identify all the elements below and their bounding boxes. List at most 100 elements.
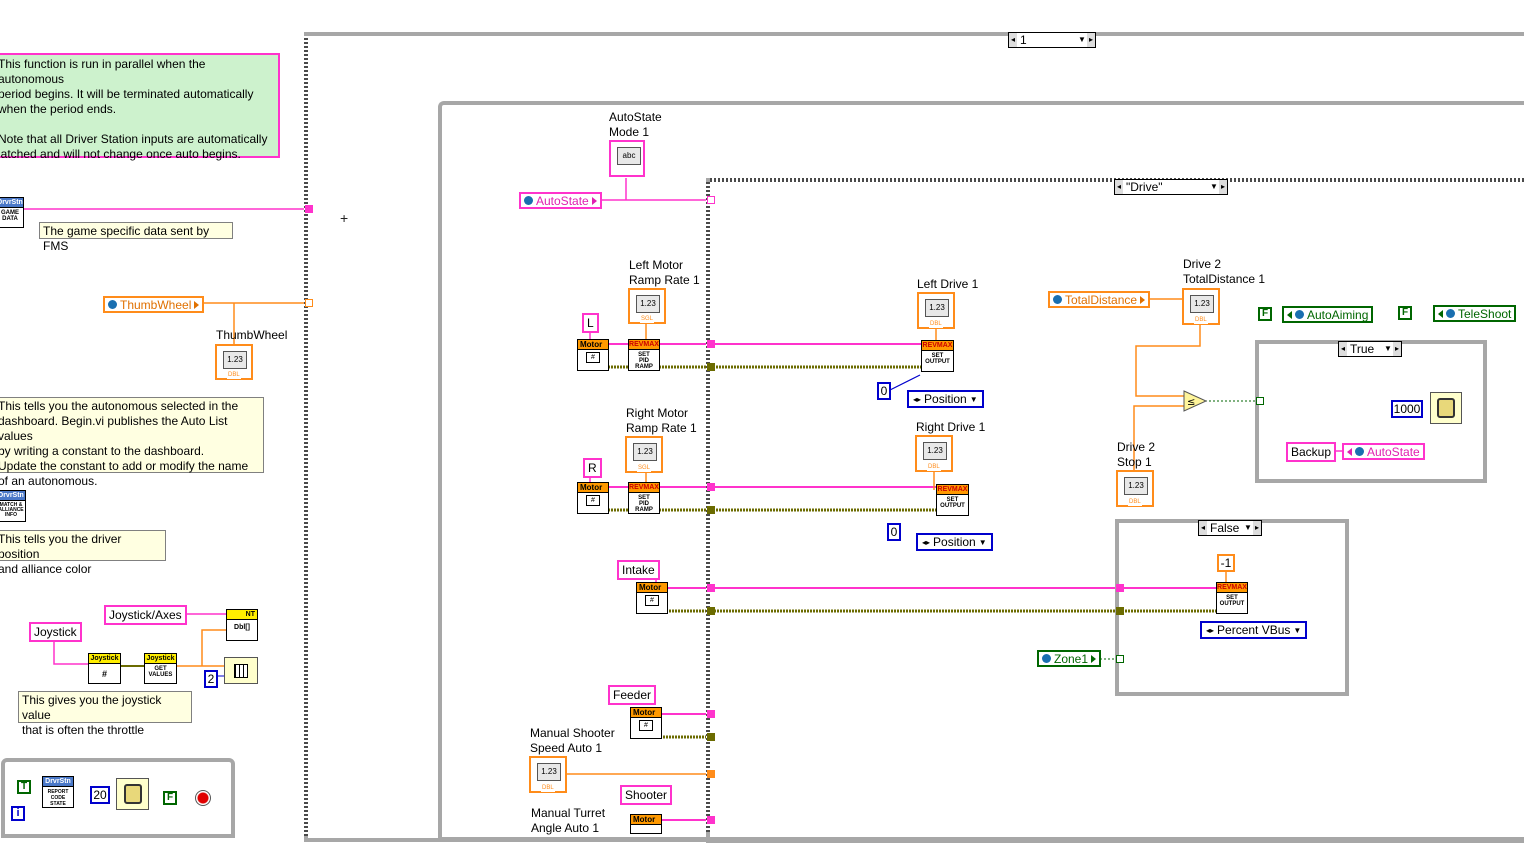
percent-vbus-enum[interactable]: ◂▸ Percent VBus ▼ bbox=[1200, 621, 1308, 639]
input-arrow-icon bbox=[1347, 447, 1352, 456]
increment-arrow-icon[interactable]: ▸ bbox=[1253, 521, 1261, 535]
left-drive-control[interactable]: 1.23 DBL bbox=[917, 292, 955, 329]
minus-one-constant[interactable]: -1 bbox=[1217, 554, 1235, 572]
true-case-selector[interactable]: ◂ True ▼ ▸ bbox=[1338, 341, 1402, 357]
wait-ms-constant[interactable]: 20 bbox=[90, 786, 110, 804]
set-output-label: SET OUTPUT bbox=[940, 497, 965, 509]
feeder-motor-refnum[interactable]: Motor # bbox=[630, 707, 662, 739]
drive2-stop-label: Drive 2 Stop 1 bbox=[1117, 440, 1156, 469]
manual-shooter-control[interactable]: 1.23 DBL bbox=[529, 756, 567, 793]
teleshoot-global[interactable]: TeleShoot bbox=[1433, 305, 1517, 322]
thumbwheel-indicator[interactable]: 1.23 DBL bbox=[215, 344, 253, 380]
chevron-down-icon[interactable]: ▼ bbox=[1244, 523, 1252, 532]
increment-arrow-icon[interactable]: ▸ bbox=[1087, 33, 1095, 47]
increment-arrow-icon[interactable]: ▸ bbox=[1219, 180, 1227, 194]
sequence-selector[interactable]: ◂ 1 ▼ ▸ bbox=[1008, 32, 1096, 48]
chevron-down-icon[interactable]: ▼ bbox=[1210, 182, 1218, 191]
false-case-label: False bbox=[1210, 521, 1240, 535]
backup-string-constant[interactable]: Backup bbox=[1286, 442, 1337, 462]
thumbwheel-global-label: ThumbWheel bbox=[120, 297, 192, 312]
true-constant[interactable]: T bbox=[17, 780, 31, 794]
joystick-axes-constant[interactable]: Joystick/Axes bbox=[104, 605, 187, 625]
wait-1000-constant[interactable]: 1000 bbox=[1391, 400, 1423, 418]
right-set-output-node[interactable]: REVMAX SET OUTPUT bbox=[936, 484, 969, 516]
drive2-stop-control[interactable]: 1.23 DBL bbox=[1116, 470, 1154, 507]
shooter-motor-refnum[interactable]: Motor bbox=[630, 814, 662, 834]
intake-motor-refnum[interactable]: Motor # bbox=[636, 582, 668, 614]
right-motor-string-constant[interactable]: R bbox=[583, 458, 602, 478]
chevron-down-icon[interactable]: ▼ bbox=[1293, 625, 1302, 635]
auto-aiming-false-constant[interactable]: F bbox=[1258, 307, 1272, 321]
motor-header: Motor bbox=[637, 583, 667, 593]
autostate-write-global[interactable]: AutoState bbox=[1342, 443, 1425, 460]
autostate-global[interactable]: AutoState bbox=[519, 192, 602, 209]
drvrstn-game-data-node[interactable]: DrvrStn GAME DATA bbox=[0, 197, 24, 228]
decrement-arrow-icon[interactable]: ◂ bbox=[1009, 33, 1017, 47]
chevron-down-icon[interactable]: ▼ bbox=[1384, 344, 1392, 353]
decrement-arrow-icon[interactable]: ◂ bbox=[1199, 521, 1207, 535]
global-variable-icon bbox=[1053, 295, 1062, 304]
joystick-get-values-node[interactable]: Joystick GET VALUES bbox=[144, 653, 177, 684]
index-array-node[interactable] bbox=[224, 657, 258, 684]
wait-ms-node[interactable] bbox=[116, 778, 149, 810]
intake-set-output-node[interactable]: REVMAX SET OUTPUT bbox=[1216, 582, 1248, 614]
numeric-display: 1.23 bbox=[925, 299, 949, 317]
zone1-global-label: Zone1 bbox=[1054, 651, 1089, 666]
less-or-equal-node[interactable]: ≤ bbox=[1182, 390, 1208, 412]
drvrstn-match-info-node[interactable]: DrvrStn MATCH & ALLIANCE INFO bbox=[0, 490, 26, 522]
chevron-down-icon[interactable]: ▼ bbox=[978, 537, 987, 547]
numeric-tunnel bbox=[707, 770, 715, 778]
right-motor-refnum[interactable]: Motor # bbox=[577, 482, 609, 514]
left-position-enum[interactable]: ◂▸ Position ▼ bbox=[907, 390, 984, 408]
feeder-string-constant[interactable]: Feeder bbox=[608, 685, 657, 705]
left-set-output-node[interactable]: REVMAX SET OUTPUT bbox=[921, 340, 954, 372]
index-two-constant[interactable]: 2 bbox=[204, 670, 218, 688]
drive-case-selector[interactable]: ◂ "Drive" ▼ ▸ bbox=[1114, 179, 1228, 195]
clock-icon bbox=[1437, 398, 1455, 418]
false-case-selector[interactable]: ◂ False ▼ ▸ bbox=[1198, 520, 1262, 536]
revmax-header: REVMAX bbox=[922, 341, 953, 351]
left-set-pid-ramp-node[interactable]: REVMAX SET PID RAMP bbox=[628, 339, 660, 371]
total-distance-global[interactable]: TotalDistance bbox=[1048, 291, 1151, 308]
get-values-label: GET VALUES bbox=[148, 666, 173, 678]
set-output-label: SET OUTPUT bbox=[1219, 595, 1245, 607]
left-motor-string-constant[interactable]: L bbox=[582, 313, 599, 333]
left-motor-refnum[interactable]: Motor # bbox=[577, 339, 609, 371]
decrement-arrow-icon[interactable]: ◂ bbox=[1339, 342, 1347, 356]
stop-terminal-icon[interactable] bbox=[195, 790, 211, 806]
right-set-pid-ramp-node[interactable]: REVMAX SET PID RAMP bbox=[628, 482, 660, 514]
intake-string-constant[interactable]: Intake bbox=[617, 560, 660, 580]
global-variable-icon bbox=[1355, 447, 1364, 456]
false-constant[interactable]: F bbox=[163, 791, 177, 805]
manual-shooter-label: Manual Shooter Speed Auto 1 bbox=[530, 726, 615, 755]
auto-aiming-global[interactable]: AutoAiming bbox=[1282, 306, 1374, 323]
right-drive-control[interactable]: 1.23 DBL bbox=[915, 435, 953, 472]
revmax-header: REVMAX bbox=[629, 483, 659, 493]
right-zero-constant[interactable]: 0 bbox=[887, 523, 901, 541]
iteration-terminal: i bbox=[11, 806, 25, 821]
right-position-enum[interactable]: ◂▸ Position ▼ bbox=[916, 533, 993, 551]
increment-arrow-icon[interactable]: ▸ bbox=[1393, 342, 1401, 356]
svg-text:≤: ≤ bbox=[1187, 397, 1195, 408]
teleshoot-false-constant[interactable]: F bbox=[1398, 306, 1412, 320]
thumbwheel-global[interactable]: ThumbWheel bbox=[103, 296, 205, 313]
decrement-arrow-icon[interactable]: ◂ bbox=[1115, 180, 1123, 194]
drive-case-label: "Drive" bbox=[1126, 180, 1163, 194]
nt-write-node[interactable]: NT Dbl[] bbox=[226, 609, 258, 641]
dbl-array-label: Dbl[] bbox=[234, 624, 250, 631]
joystick-constant[interactable]: Joystick bbox=[29, 622, 82, 642]
right-motor-ramp-control[interactable]: 1.23 SGL bbox=[625, 436, 663, 473]
autostate-write-label: AutoState bbox=[1367, 444, 1420, 459]
chevron-down-icon[interactable]: ▼ bbox=[969, 394, 978, 404]
revmax-header: REVMAX bbox=[629, 340, 659, 350]
left-zero-constant[interactable]: 0 bbox=[877, 382, 891, 400]
report-code-state-node[interactable]: DrvrStn REPORT CODE STATE bbox=[42, 776, 74, 808]
drive2-total-distance-indicator[interactable]: 1.23 DBL bbox=[1182, 288, 1220, 325]
joystick-ref-node[interactable]: Joystick # bbox=[88, 653, 121, 684]
autostate-mode-indicator[interactable]: abc bbox=[609, 140, 645, 177]
left-motor-ramp-control[interactable]: 1.23 SGL bbox=[628, 288, 666, 324]
chevron-down-icon[interactable]: ▼ bbox=[1078, 35, 1086, 44]
zone1-global[interactable]: Zone1 bbox=[1037, 650, 1102, 667]
wait-1000-node[interactable] bbox=[1430, 392, 1462, 424]
shooter-string-constant[interactable]: Shooter bbox=[620, 785, 673, 805]
